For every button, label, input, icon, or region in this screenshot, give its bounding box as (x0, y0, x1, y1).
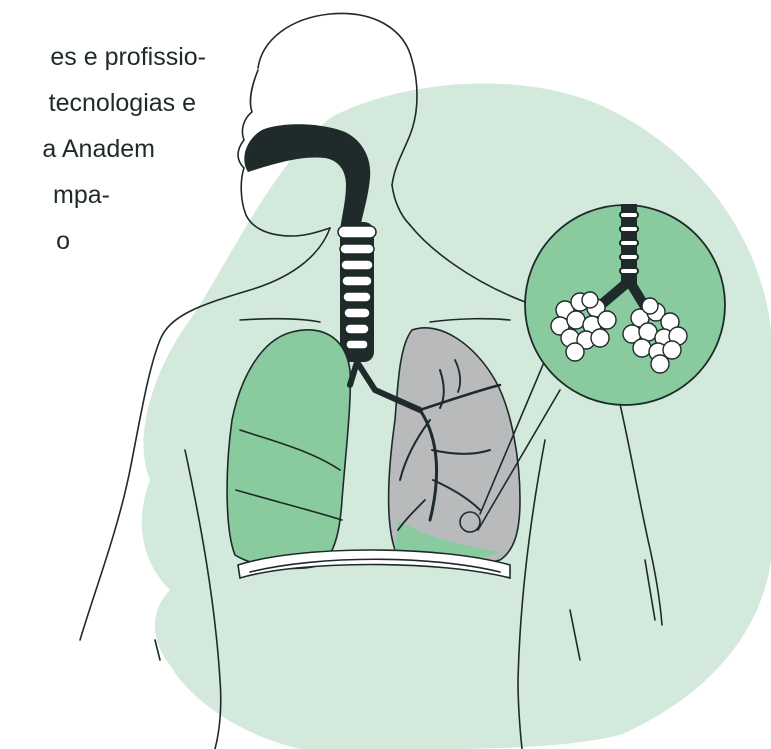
alveoli-zoom-icon (525, 205, 725, 405)
trachea (338, 222, 376, 362)
